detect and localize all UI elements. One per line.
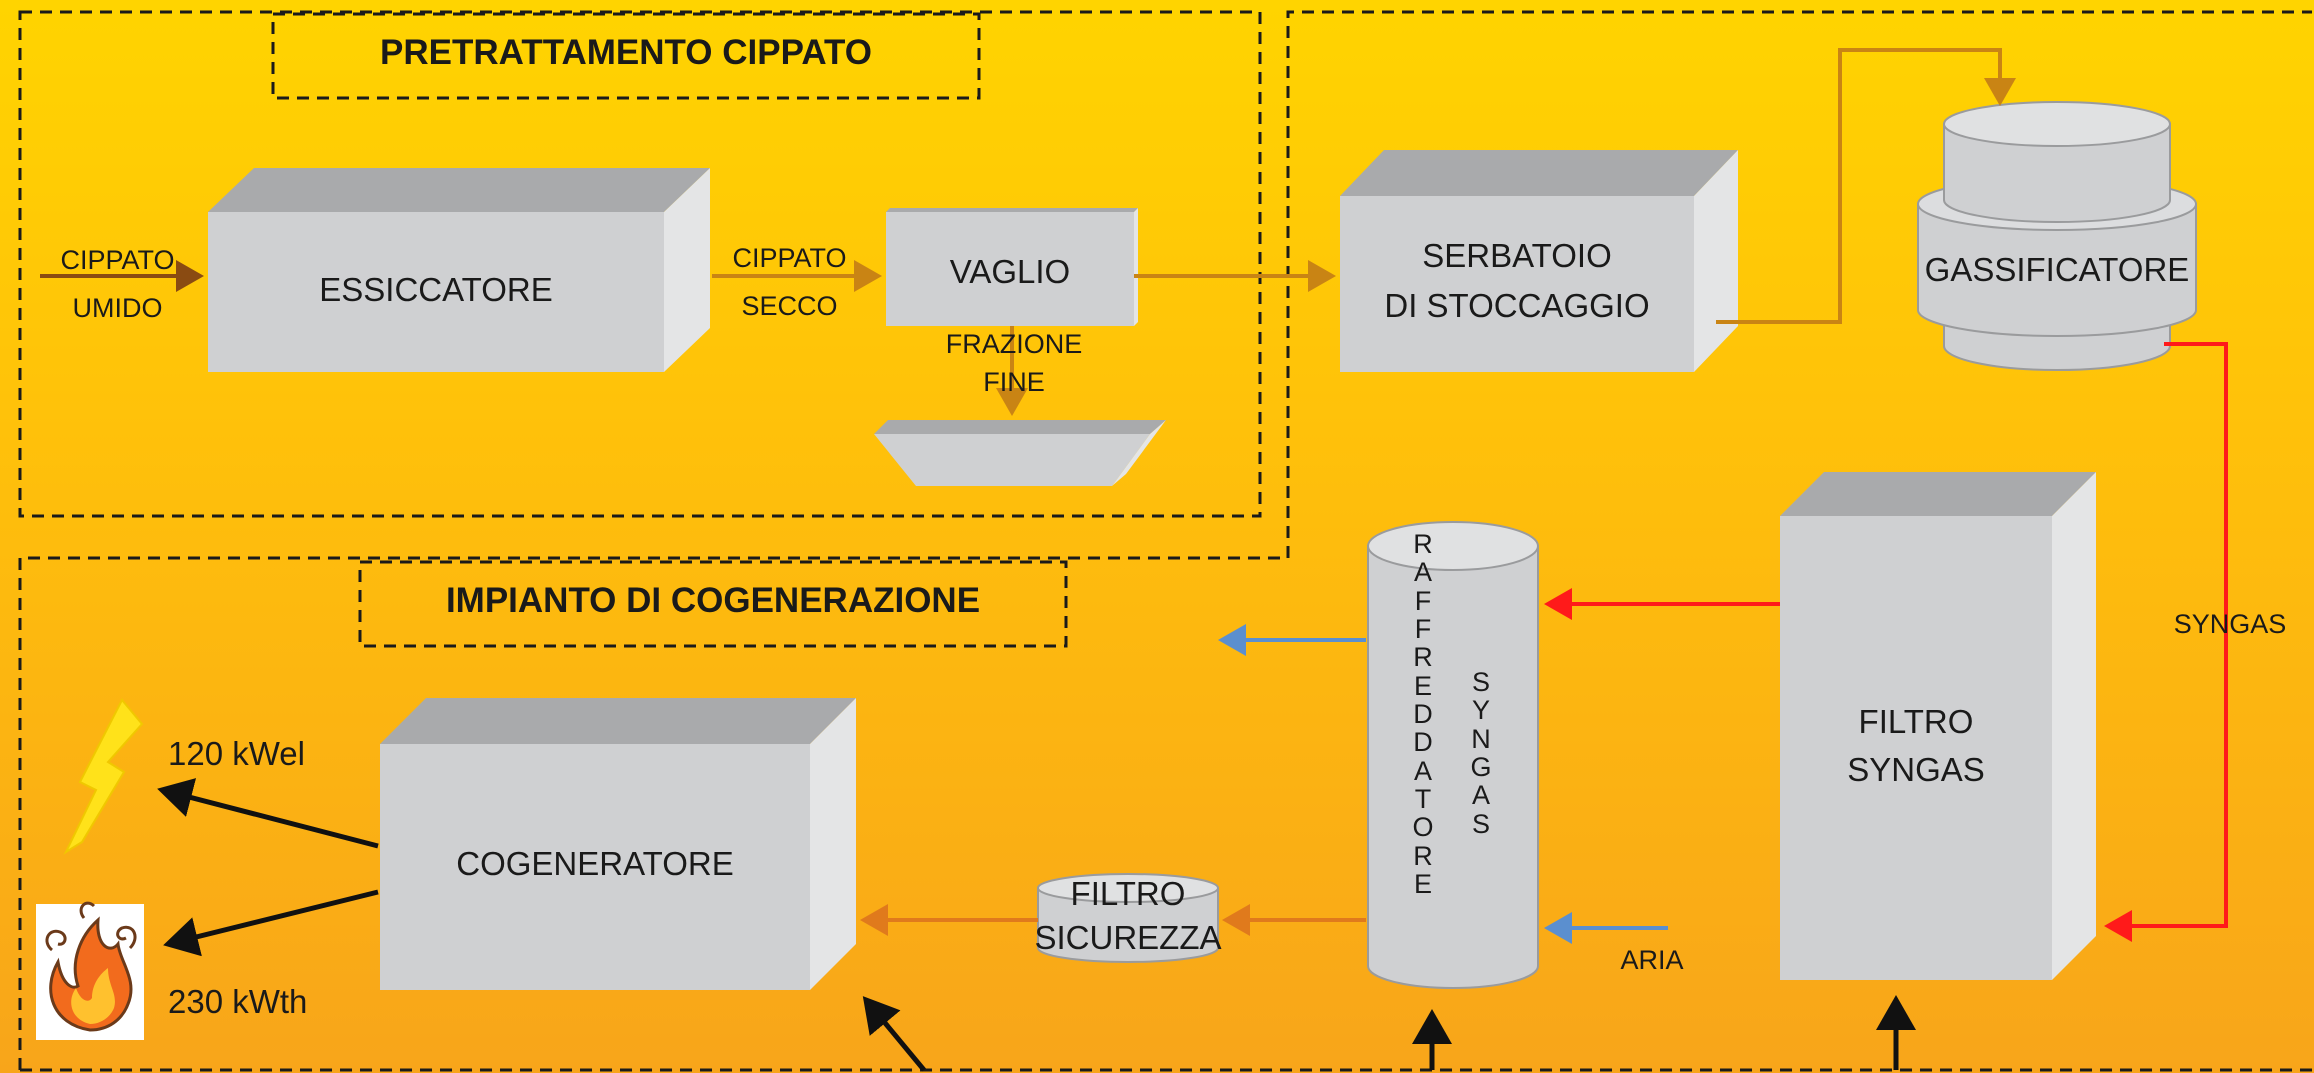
flow-syngas-gassificatore-to-filtro: [2104, 342, 2228, 942]
syngas-letter: G: [1470, 752, 1492, 783]
raffreddatore-letter: D: [1413, 727, 1433, 758]
pretreatment-section-title: PRETRATTAMENTO CIPPATO: [380, 33, 872, 72]
syngas-letter: S: [1471, 808, 1490, 839]
raffreddatore-letter: F: [1414, 585, 1432, 616]
syngas-flow-label: SYNGAS: [2173, 609, 2287, 639]
electric-output-arrow: [157, 778, 379, 849]
cogeneration-section-border: [18, 10, 2312, 1072]
raffreddatore-column: [1367, 521, 1539, 989]
raffreddatore-letter: E: [1413, 670, 1432, 701]
raffreddatore-letter: O: [1412, 812, 1434, 843]
raffreddatore-letter: R: [1413, 840, 1433, 871]
gassificatore-label: GASSIFICATORE: [1924, 251, 2190, 288]
filtro-syngas-label-line2: SYNGAS: [1847, 751, 1985, 788]
aria-label: ARIA: [1620, 945, 1684, 975]
cippato-umido-label-line1: CIPPATO: [60, 245, 175, 275]
filtro-sicurezza-vessel: [1037, 873, 1219, 963]
vaglio-box: [886, 208, 1138, 326]
thermal-output-label: 230 kWth: [168, 983, 308, 1020]
syngas-letter: Y: [1471, 695, 1490, 726]
serbatoio-label-line2: DI STOCCAGGIO: [1384, 287, 1650, 324]
gassificatore-vessel: [1917, 101, 2197, 371]
pretreatment-title-border: [271, 12, 981, 100]
syngas-letter: A: [1471, 780, 1490, 811]
filtro-sicurezza-label-line2: SICUREZZA: [1034, 919, 1222, 956]
cogeneration-section-title: IMPIANTO DI COGENERAZIONE: [445, 581, 981, 620]
essiccatore-label: ESSICCATORE: [319, 271, 553, 308]
raffreddatore-letter: R: [1413, 642, 1433, 673]
pretreatment-section-border: [18, 10, 1262, 518]
vaglio-label: VAGLIO: [949, 253, 1071, 290]
frazione-fine-label-line1: FRAZIONE: [945, 329, 1083, 359]
frazione-fine-tray: [874, 420, 1166, 486]
raffreddatore-letter: F: [1414, 614, 1432, 645]
raffreddatore-letter: A: [1413, 557, 1432, 588]
syngas-letter: N: [1471, 723, 1491, 754]
syngas-letter: S: [1471, 667, 1490, 697]
serbatoio-label-line1: SERBATOIO: [1422, 237, 1612, 274]
raffreddatore-letter: E: [1413, 869, 1432, 900]
cogeneratore-label: COGENERATORE: [456, 845, 734, 882]
lightning-bolt-icon: [63, 698, 144, 855]
thermal-output-arrow: [163, 889, 379, 957]
serbatoio-box: [1340, 150, 1738, 372]
input-arrow-cogeneratore: [862, 996, 926, 1072]
cogeneratore-box: [380, 698, 856, 990]
filtro-syngas-label-line1: FILTRO: [1858, 703, 1974, 740]
filtro-sicurezza-label-line1: FILTRO: [1070, 875, 1186, 912]
cippato-secco-label-line1: CIPPATO: [732, 243, 847, 273]
raffreddatore-letter: R: [1413, 529, 1433, 559]
cippato-secco-label-line2: SECCO: [741, 291, 838, 321]
frazione-fine-label-line2: FINE: [983, 367, 1045, 397]
filtro-syngas-box: [1780, 472, 2096, 980]
electric-output-label: 120 kWel: [168, 735, 305, 772]
raffreddatore-letter: A: [1413, 755, 1432, 786]
cogeneration-title-border: [358, 560, 1068, 648]
essiccatore-box: [208, 168, 710, 372]
flame-icon: [36, 901, 144, 1040]
raffreddatore-letter: D: [1413, 699, 1433, 730]
flow-serbatoio-to-gassificatore: [1716, 48, 2016, 324]
raffreddatore-letter: T: [1414, 784, 1432, 815]
cippato-umido-label-line2: UMIDO: [72, 293, 163, 323]
